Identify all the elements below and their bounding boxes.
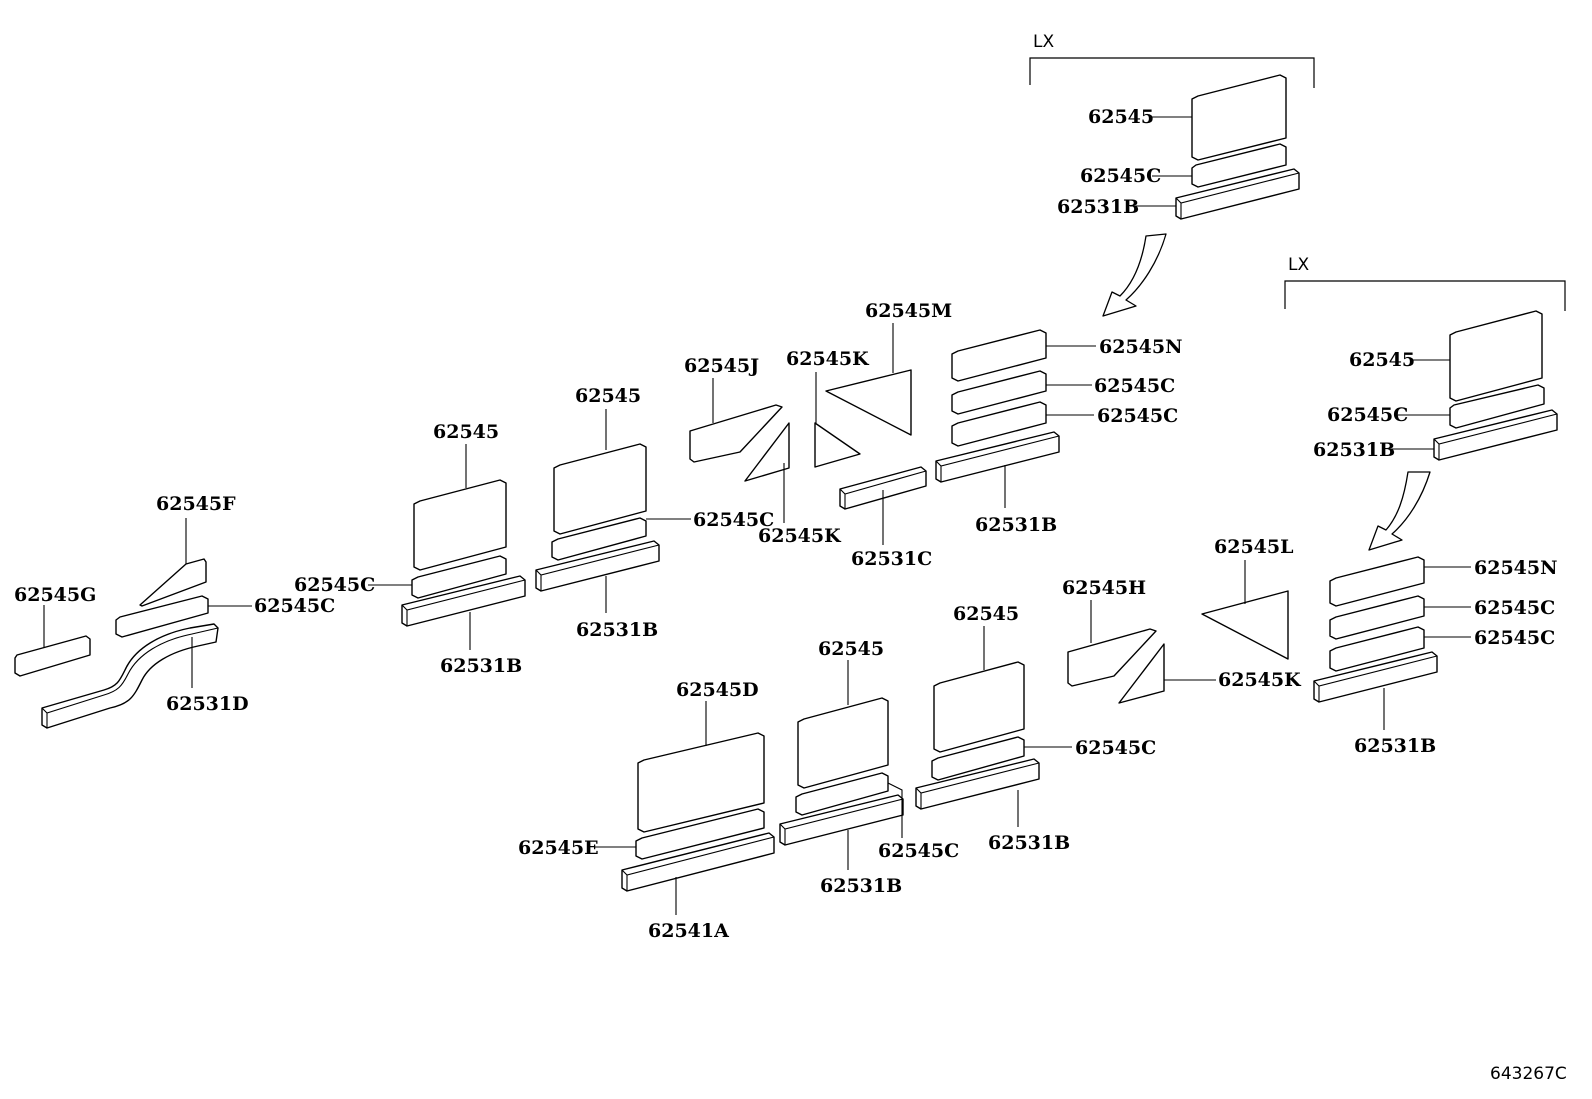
mid-triangles: 62545M 62545K 62545J 62545K 62531C [684, 300, 952, 570]
up-bar-62531b [935, 431, 1060, 483]
part-label: 62545K [758, 525, 842, 547]
b3-panel-62545 [933, 661, 1025, 753]
b3-bar-62531b [915, 758, 1040, 810]
part-label: 62531D [166, 693, 249, 715]
part-label: 62545D [676, 679, 759, 701]
g1-strip-62545c [411, 555, 507, 599]
part-label: 62545 [1088, 106, 1154, 128]
part-label: 62545K [1218, 669, 1302, 691]
up-strip-62545n [951, 329, 1047, 382]
lx-label-top: LX [1033, 32, 1054, 52]
mid-tri-62545m [825, 369, 912, 436]
part-label: 62545C [1474, 627, 1555, 649]
part-label: 62545G [14, 584, 96, 606]
lx2-strip-62545c [1449, 384, 1545, 429]
b1-strip-62545e [635, 808, 765, 860]
up-strip-62545c-a [951, 370, 1047, 415]
part-label: 62545C [1097, 405, 1178, 427]
lx-bracket-right [1284, 280, 1566, 311]
reference-code: 643267C [1490, 1064, 1567, 1084]
r-strip-62545n [1329, 556, 1425, 607]
part-label: 62541A [648, 920, 729, 942]
lx2-panel-62545 [1449, 310, 1543, 402]
left-strip-62545c [115, 595, 209, 638]
part-label: 62545C [1075, 737, 1156, 759]
part-label: 62545C [294, 574, 375, 596]
r-tri-62545k [1118, 643, 1165, 704]
part-label: 62545N [1474, 557, 1557, 579]
lx-label-right: LX [1288, 255, 1309, 275]
g2-bar-62531b [535, 540, 660, 592]
left-group: 62545F 62545G 62545C 62531D [14, 493, 335, 729]
part-label: 62531C [851, 548, 932, 570]
b1-panel-62545d [637, 732, 765, 833]
part-label: 62531B [975, 514, 1057, 536]
part-label: 62545C [1094, 375, 1175, 397]
part-label: 62545L [1214, 536, 1293, 558]
b2-panel-62545 [797, 697, 889, 789]
left-rail-62531d [41, 623, 219, 729]
part-label: 62545C [1327, 404, 1408, 426]
arrow-down-left-icon [1102, 233, 1167, 317]
b2-strip-62545c [795, 772, 889, 816]
g2-panel-62545 [553, 443, 647, 535]
arrow-down-left-icon [1368, 471, 1431, 551]
up-strip-62545c-b [951, 401, 1047, 447]
upper-group-2: 62545 62545C 62531B [535, 385, 774, 641]
part-label: 62545 [433, 421, 499, 443]
r-strip-62545c-b [1329, 626, 1425, 672]
part-label: 62545C [254, 595, 335, 617]
lx1-panel-62545 [1191, 74, 1287, 161]
r-bar-62531b [1313, 651, 1438, 703]
part-label: 62531B [1057, 196, 1139, 218]
lx-group-top: LX 62545 62545C 62531B [1029, 32, 1315, 317]
part-label: 62545 [818, 638, 884, 660]
lx-bracket-top [1029, 57, 1315, 88]
part-label: 62545M [865, 300, 952, 322]
part-label: 62545E [518, 837, 599, 859]
part-label: 62531B [440, 655, 522, 677]
r-part-62545h [1067, 628, 1157, 687]
part-label: 62531B [1354, 735, 1436, 757]
part-label: 62545C [693, 509, 774, 531]
mid-part-62545j [689, 404, 783, 463]
r-strip-62545c-a [1329, 595, 1425, 640]
b3-strip-62545c [931, 736, 1025, 781]
part-label: 62545C [1474, 597, 1555, 619]
part-label: 62545C [878, 840, 959, 862]
b1-bar-62541a [621, 832, 775, 892]
bottom-group-1: 62545D 62545E 62541A [518, 679, 775, 942]
lx2-bar-62531b [1433, 409, 1558, 461]
bottom-group-2: 62545 62545C 62531B [779, 638, 959, 897]
part-label: 62545C [1080, 165, 1161, 187]
lx-group-right: LX 62545 62545C 62531B [1284, 255, 1566, 551]
part-label: 62545K [786, 348, 870, 370]
mid-tri-62545k-bot [744, 422, 790, 482]
part-label: 62545N [1099, 336, 1182, 358]
part-label: 62531B [1313, 439, 1395, 461]
part-label: 62545F [156, 493, 236, 515]
upper-stack: 62545N 62545C 62545C 62531B [935, 329, 1182, 536]
part-label: 62545H [1062, 577, 1146, 599]
g1-panel-62545 [413, 479, 507, 571]
upper-group-1: 62545 62545C 62531B [294, 421, 526, 677]
part-label: 62545 [953, 603, 1019, 625]
lx1-strip-62545c [1191, 143, 1287, 188]
mid-tri-62545k-top [814, 422, 861, 468]
part-label: 62545 [575, 385, 641, 407]
part-label: 62531B [820, 875, 902, 897]
part-label: 62531B [576, 619, 658, 641]
g1-bar-62531b [401, 575, 526, 627]
lx1-bar-62531b [1175, 168, 1300, 220]
part-label: 62545J [684, 355, 759, 377]
part-label: 62545 [1349, 349, 1415, 371]
g2-strip-62545c [551, 517, 647, 561]
part-label: 62531B [988, 832, 1070, 854]
bottom-group-3: 62545 62545C 62531B [915, 603, 1156, 854]
b2-bar-62531b [779, 794, 904, 846]
left-strip-62545g [14, 635, 91, 677]
right-lower-stack: 62545N 62545C 62545C 62531B 62545L 62545… [1062, 536, 1557, 757]
